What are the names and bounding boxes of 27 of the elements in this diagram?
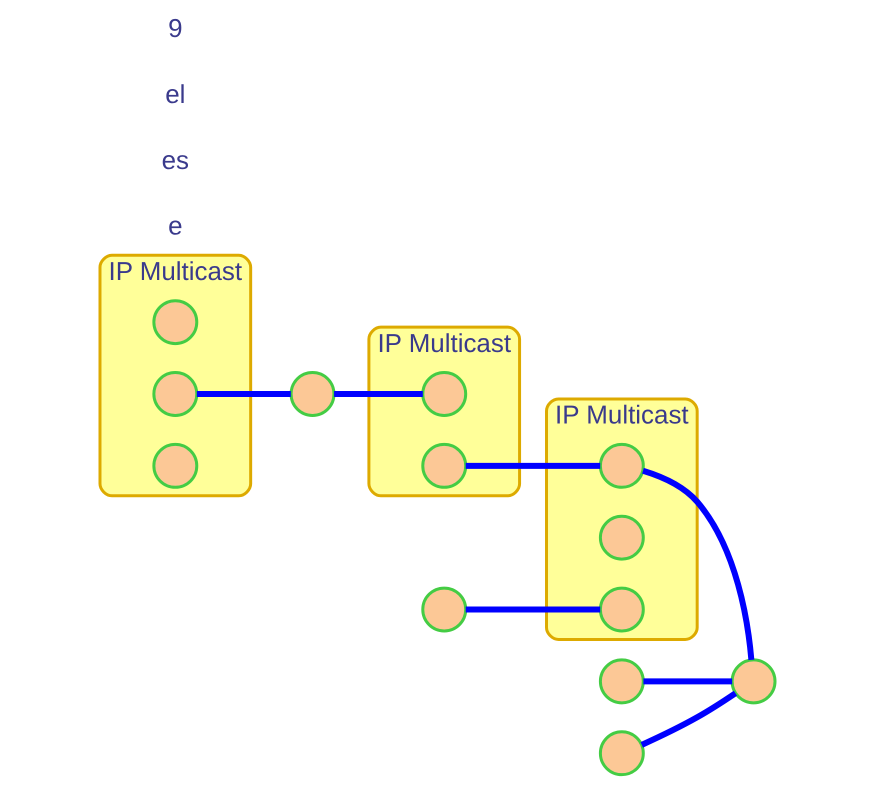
node-circle: [598, 658, 644, 704]
connector: [465, 606, 600, 613]
node-circle: [598, 730, 644, 776]
node-circle: [598, 514, 644, 561]
node-circle: [598, 586, 644, 632]
cluster: IP Multicast: [366, 326, 521, 498]
node-circle: [152, 371, 198, 417]
node-circle: [598, 442, 644, 489]
label: 9: [168, 15, 182, 44]
connector: [334, 391, 422, 397]
node-circle: [420, 371, 467, 417]
connector: [196, 391, 290, 397]
node-circle: [152, 442, 198, 489]
label: e: [168, 212, 182, 241]
node-circle: [152, 299, 198, 346]
cluster: IP Multicast: [544, 398, 698, 641]
connector: [640, 690, 737, 748]
node-circle: [289, 371, 335, 417]
label: es: [161, 146, 189, 175]
node-circle: [420, 442, 467, 489]
connector: [642, 678, 732, 684]
connector: [642, 468, 754, 660]
cluster: IP Multicast: [98, 254, 252, 498]
connector: [465, 462, 600, 469]
node-circle: [730, 658, 776, 704]
label: el: [164, 80, 185, 109]
node-circle: [420, 586, 467, 632]
